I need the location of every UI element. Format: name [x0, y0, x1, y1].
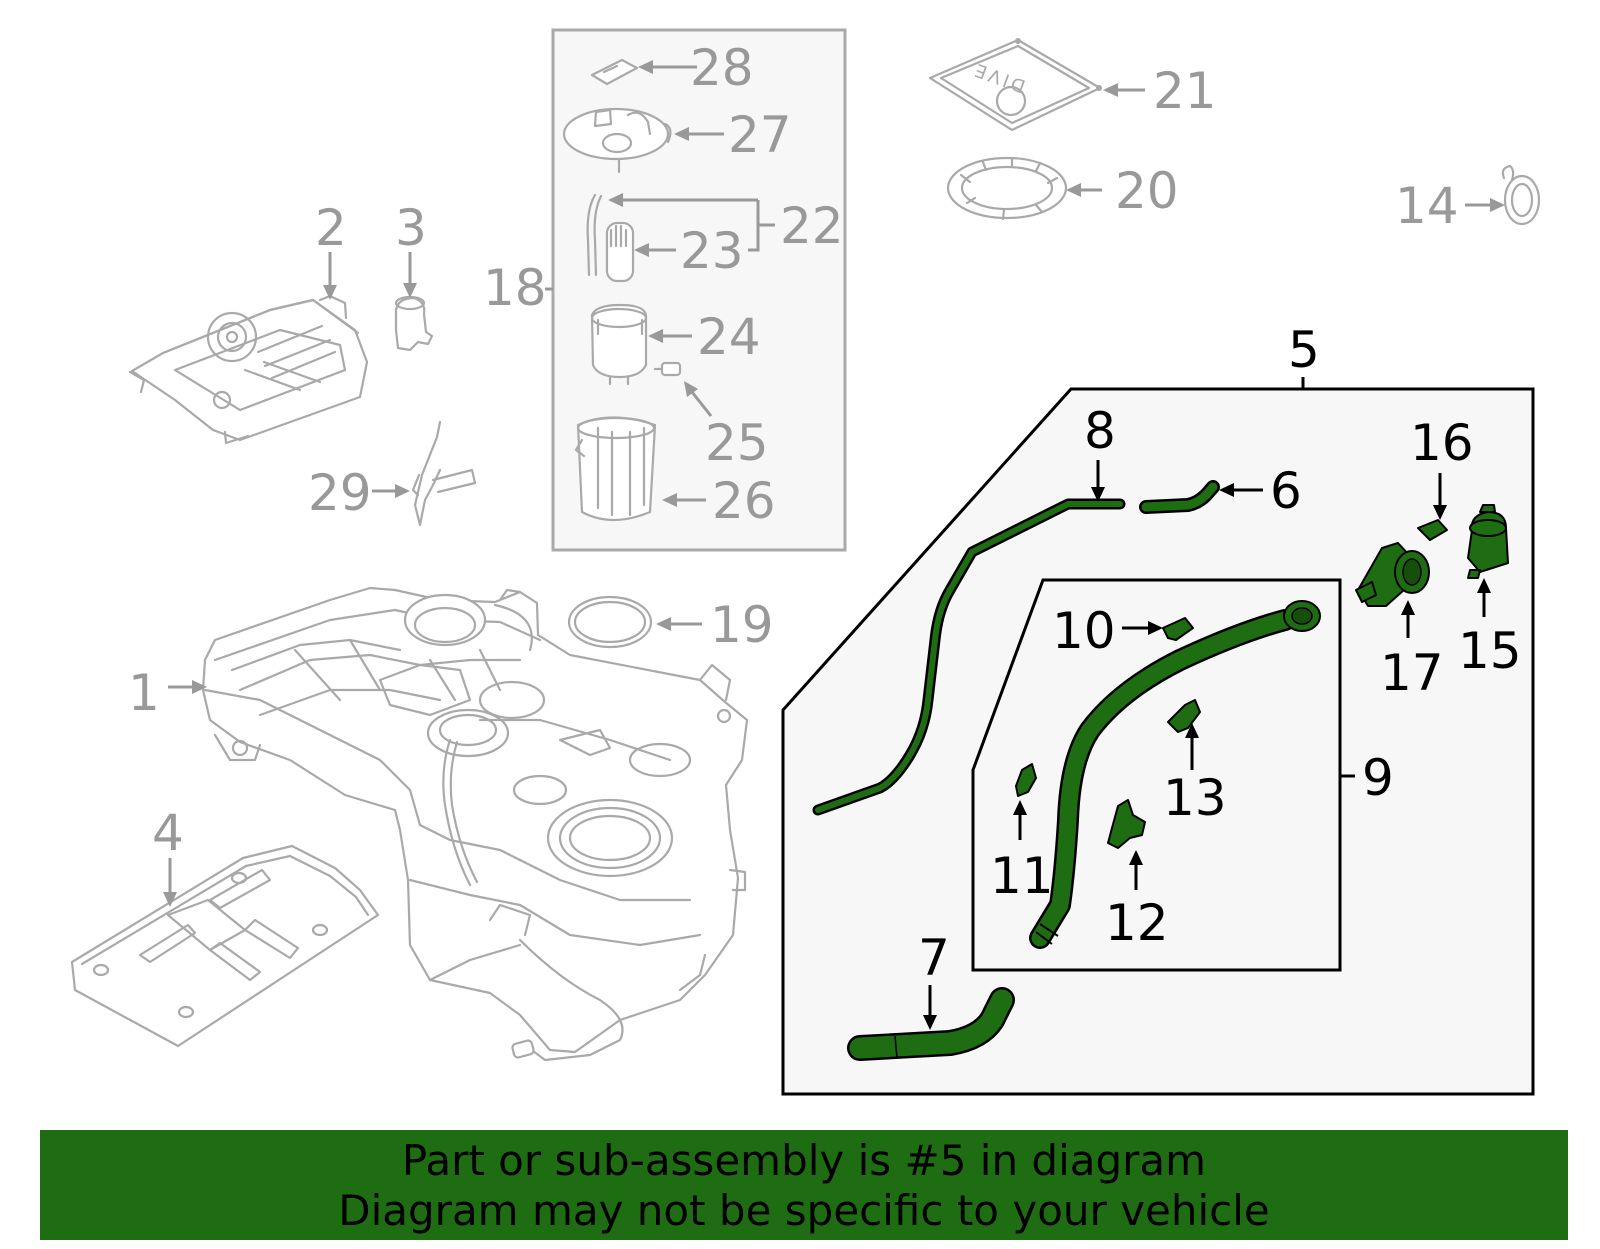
callout-17: 17: [1380, 644, 1444, 702]
callout-2: 2: [315, 199, 347, 257]
part-14-filler-cap: [1501, 164, 1541, 226]
gray-callout-arrows: [163, 60, 1505, 907]
part-24-pump: [590, 303, 648, 386]
callout-28: 28: [690, 39, 754, 97]
callout-19: 19: [710, 596, 774, 654]
callout-9: 9: [1362, 749, 1394, 807]
callout-14: 14: [1395, 177, 1459, 235]
callout-23: 23: [680, 222, 744, 280]
callout-22: 22: [780, 197, 844, 255]
callout-1: 1: [128, 664, 160, 722]
callout-15: 15: [1458, 622, 1522, 680]
part-1-fuel-tank: [201, 586, 749, 1062]
part-3-valve: [394, 295, 434, 352]
banner-line-1: Part or sub-assembly is #5 in diagram: [401, 1136, 1207, 1185]
callout-20: 20: [1115, 162, 1179, 220]
part-6-short-hose: [1139, 480, 1220, 514]
callout-8: 8: [1084, 402, 1116, 460]
black-callout-arrows: [923, 460, 1491, 1030]
part-8-vent-hose: [812, 498, 1126, 816]
callout-7: 7: [918, 929, 950, 987]
part-22-tube: [586, 193, 603, 277]
part-19-seal-ring: [567, 595, 653, 649]
callout-26: 26: [712, 472, 776, 530]
part-16-connector: [1417, 519, 1448, 541]
part-13-clip: [1167, 699, 1201, 733]
part-28-pad: [590, 58, 639, 86]
part-21-cover-plate: DIVE: [928, 38, 1102, 132]
part-17-valve-housing: [1355, 542, 1430, 607]
callout-10: 10: [1052, 602, 1116, 660]
part-25-connector: [653, 361, 682, 377]
part-26-reservoir: [574, 416, 657, 522]
callout-6: 6: [1270, 462, 1302, 520]
part-20-lock-ring: [946, 156, 1068, 221]
gray-callout-labels: 2 3 1 4 29 18 28 27 22 23 24 25 26 19 21…: [128, 39, 1459, 862]
callout-24: 24: [697, 308, 761, 366]
callout-5: 5: [1288, 321, 1320, 379]
part-12-bracket: [1107, 799, 1146, 849]
banner-line-2: Diagram may not be specific to your vehi…: [338, 1186, 1270, 1235]
callout-29: 29: [308, 464, 372, 522]
part-7-lower-hose: [847, 987, 1015, 1061]
callout-27: 27: [728, 106, 792, 164]
callout-13: 13: [1163, 769, 1227, 827]
callout-18: 18: [483, 259, 547, 317]
part-9-filler-neck: [1029, 600, 1321, 949]
callout-4: 4: [152, 804, 184, 862]
callout-11: 11: [990, 847, 1054, 905]
callout-12: 12: [1105, 894, 1169, 952]
black-callout-labels: 8 6 16 15 17 10 11 12 13 9 7: [918, 402, 1522, 987]
callout-16: 16: [1410, 414, 1474, 472]
part-15-filter: [1467, 504, 1509, 579]
callout-3: 3: [395, 199, 427, 257]
callout-21: 21: [1153, 62, 1217, 120]
info-banner: Part or sub-assembly is #5 in diagram Di…: [40, 1130, 1568, 1240]
part-2-canister: [128, 294, 369, 445]
part-11-clip: [1015, 763, 1037, 797]
part-23-filter: [605, 221, 635, 283]
part-4-heat-shield: [70, 844, 380, 1048]
part-10-clip: [1162, 617, 1194, 641]
callout-25: 25: [705, 414, 769, 472]
part-29-bracket: [411, 420, 477, 527]
part-27-pump-flange: [562, 107, 672, 174]
